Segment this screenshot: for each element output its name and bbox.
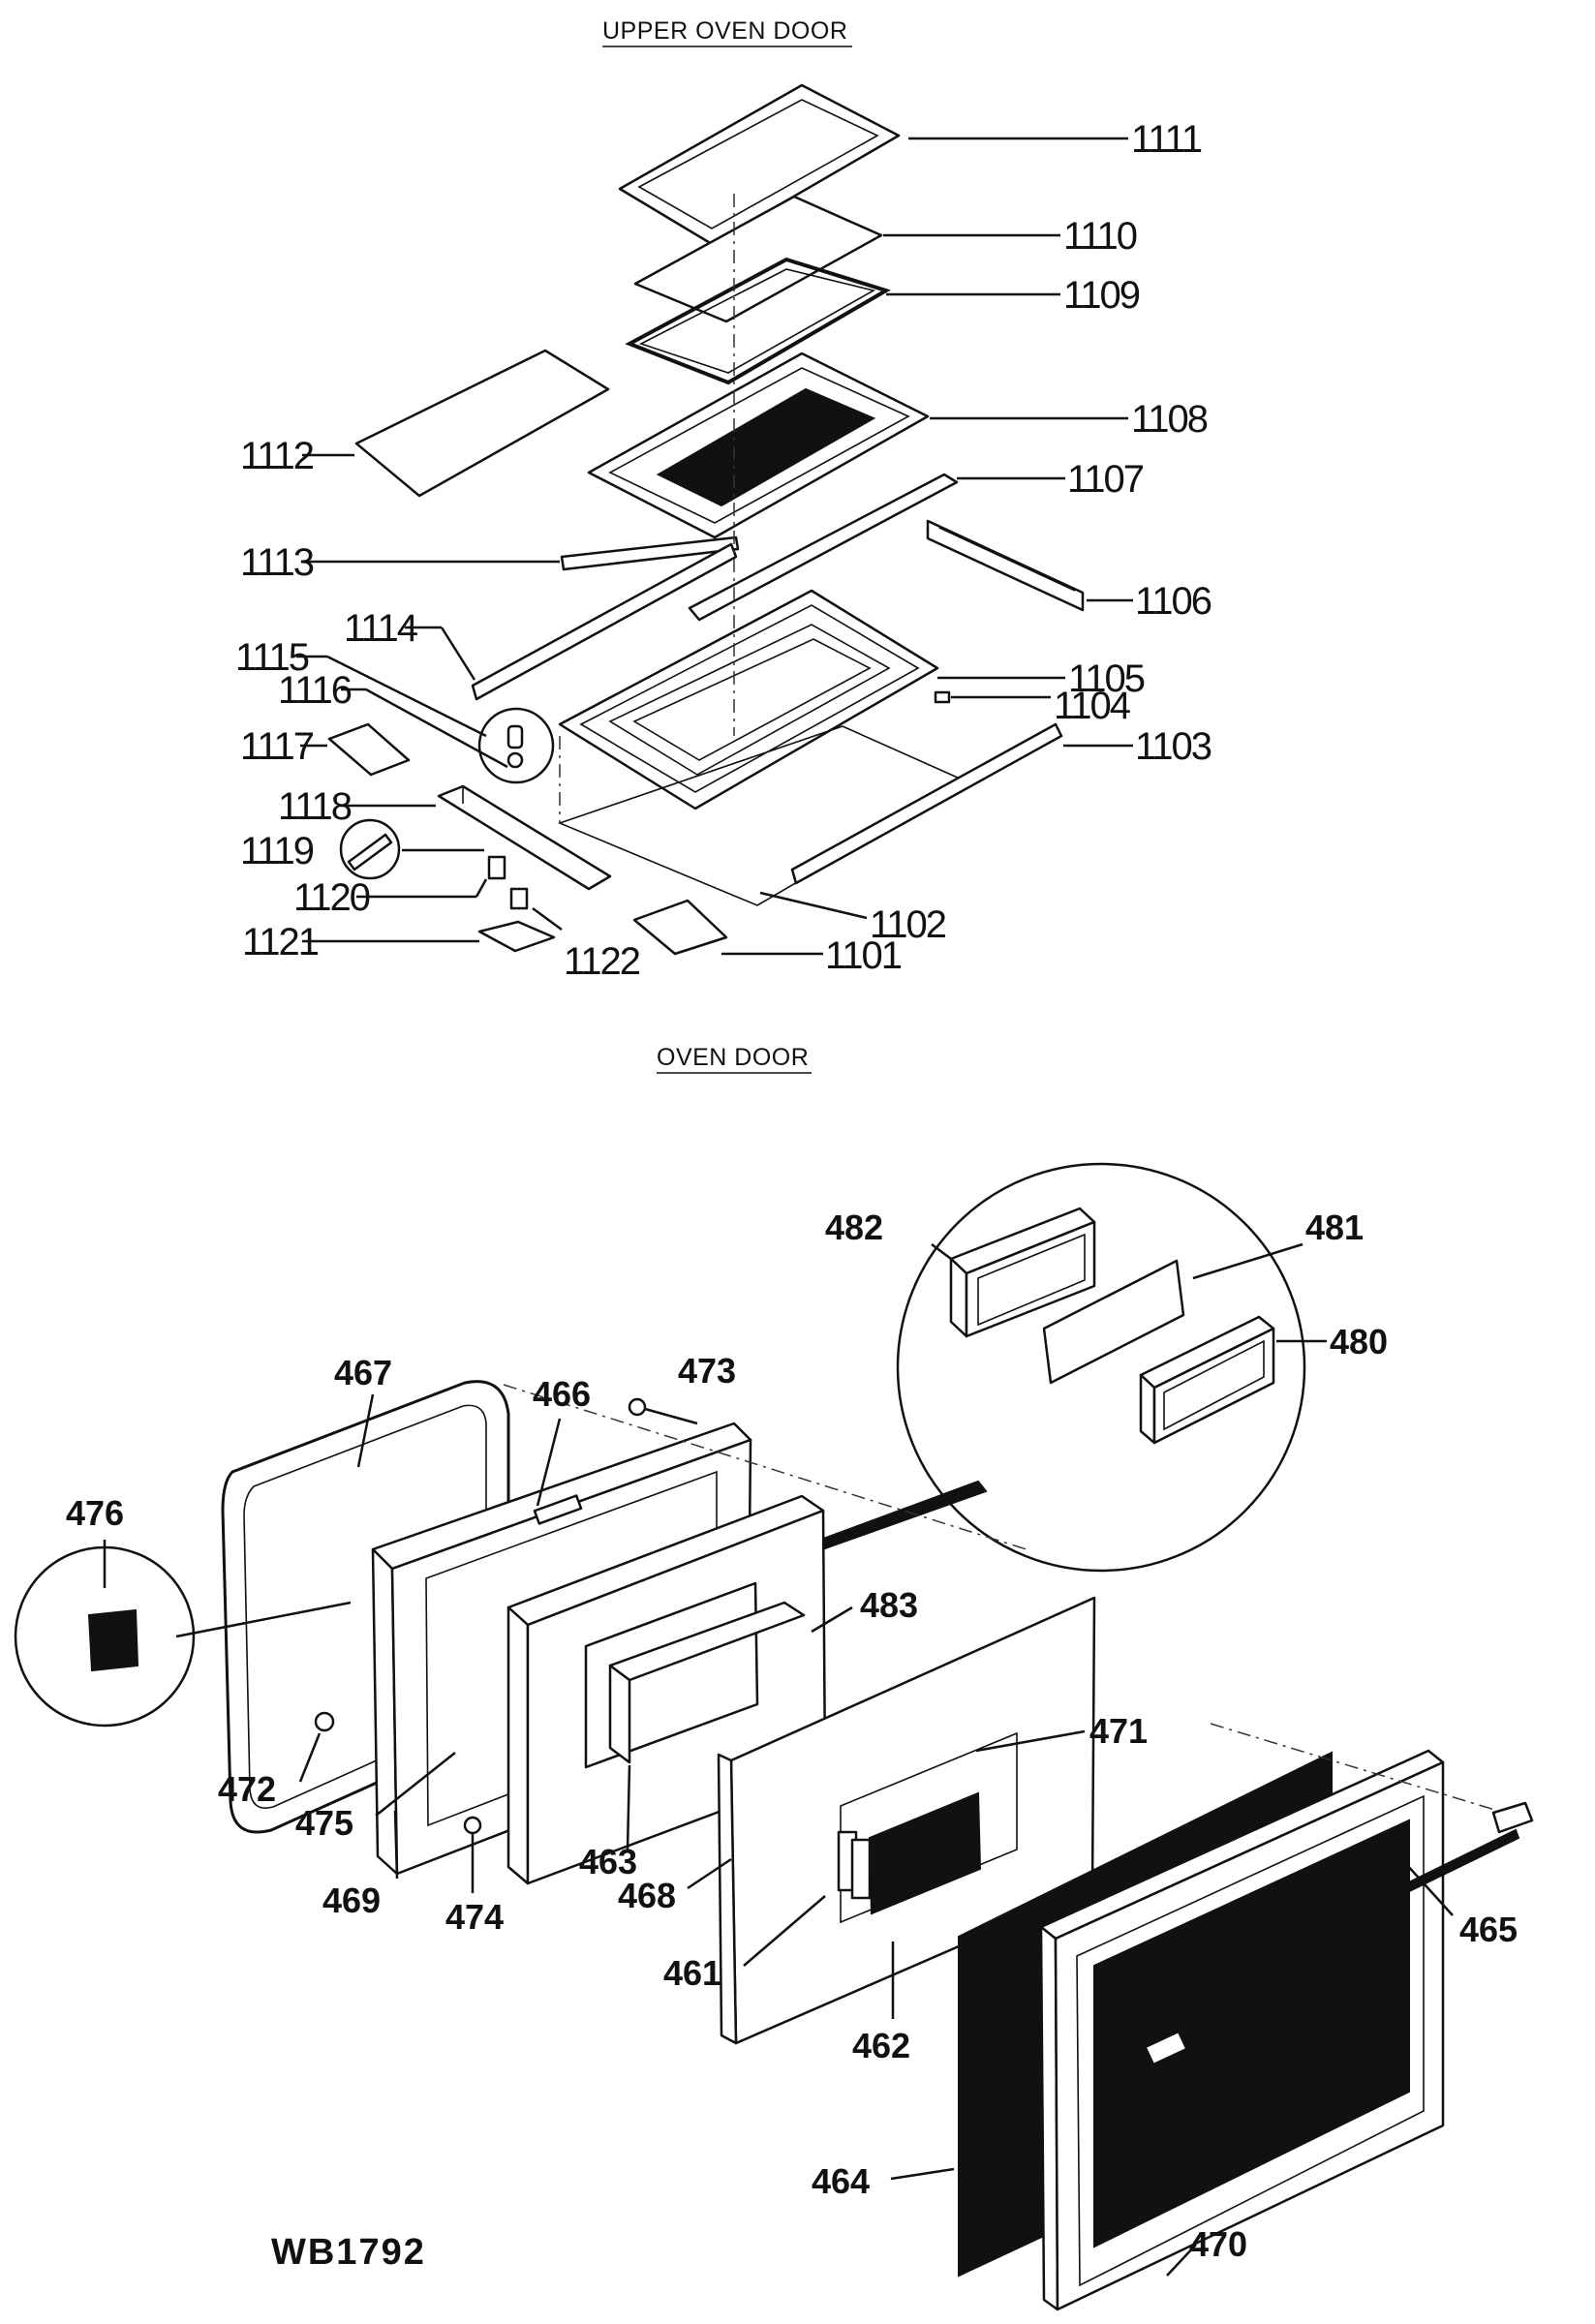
part-1121-latch-block (477, 920, 556, 953)
upper-callouts: 1111 1110 1109 1108 1107 1106 1105 1104 … (235, 118, 1213, 983)
oven-door-title: OVEN DOOR (657, 1044, 809, 1071)
callout-482: 482 (825, 1208, 883, 1247)
callout-1104: 1104 (1054, 685, 1131, 727)
callout-1109: 1109 (1063, 274, 1140, 317)
callout-1101: 1101 (825, 934, 902, 977)
part-1111-gasket-frame (618, 83, 901, 246)
upper-oven-door-title: UPPER OVEN DOOR (602, 17, 847, 45)
callout-471: 471 (1089, 1711, 1148, 1751)
oven-door-assembly (14, 1162, 1534, 2311)
callout-1107: 1107 (1067, 458, 1144, 501)
callout-480: 480 (1330, 1322, 1388, 1361)
part-1113-strip (560, 535, 740, 571)
callout-1113: 1113 (240, 541, 314, 584)
part-1107-strip (688, 473, 959, 622)
part-1122-latch (509, 887, 529, 910)
leader-476-link (175, 1601, 352, 1638)
part-1114-long-strip (471, 542, 738, 701)
part-1106-bracket (926, 519, 1085, 612)
callout-1102: 1102 (870, 903, 946, 946)
part-481-glass (1042, 1259, 1185, 1385)
part-1112-glass-panel (354, 349, 610, 498)
part-1105-inner-frame (558, 589, 939, 810)
lower-leader-lines (103, 1242, 1454, 2277)
callout-463: 463 (579, 1842, 637, 1881)
part-1115-1116-knob (477, 707, 555, 784)
callout-473: 473 (678, 1351, 736, 1391)
callout-472: 472 (218, 1769, 276, 1809)
part-1117-hinge (327, 722, 411, 777)
detail-circle-insulation-pad (14, 1545, 196, 1728)
lower-callouts: 482 481 480 467 466 473 476 483 471 472 … (66, 1208, 1518, 2264)
callout-474: 474 (445, 1897, 504, 1937)
callout-1108: 1108 (1131, 398, 1208, 441)
part-472-screw (298, 1711, 335, 1783)
part-473-screw (628, 1397, 698, 1425)
detail-pointer (798, 1480, 988, 1557)
callout-1116: 1116 (278, 669, 352, 712)
callout-465: 465 (1459, 1910, 1518, 1949)
upper-leader-lines (296, 137, 1133, 956)
part-1104-clip (934, 690, 951, 704)
callout-1110: 1110 (1063, 215, 1137, 258)
callout-1114: 1114 (344, 607, 418, 650)
part-1119-pin (339, 818, 401, 880)
callout-466: 466 (533, 1374, 591, 1414)
callout-481: 481 (1305, 1208, 1364, 1247)
callout-1115: 1115 (235, 636, 309, 679)
callout-1119: 1119 (240, 830, 314, 872)
callout-1117: 1117 (240, 725, 314, 768)
callout-1105: 1105 (1068, 657, 1145, 700)
part-482-frame (949, 1207, 1096, 1338)
callout-469: 469 (322, 1881, 381, 1920)
callout-476: 476 (66, 1493, 124, 1533)
upper-oven-door-assembly (327, 83, 1085, 956)
callout-1106: 1106 (1135, 580, 1212, 623)
part-1101-hinge (632, 899, 728, 956)
detail-circle-window-pack (896, 1162, 1306, 1573)
callout-1118: 1118 (278, 785, 352, 828)
callout-467: 467 (334, 1353, 392, 1392)
callout-470: 470 (1189, 2224, 1247, 2264)
part-1120-spacer (487, 855, 506, 880)
part-1118-bar (437, 784, 612, 891)
callout-461: 461 (663, 1953, 721, 1993)
part-1108-window-frame (587, 352, 930, 539)
part-468-inner-panel (717, 1596, 1096, 2045)
callout-475: 475 (295, 1803, 353, 1843)
callout-1111: 1111 (1131, 118, 1202, 161)
part-465-rod (1276, 1801, 1534, 1956)
callout-464: 464 (812, 2161, 870, 2201)
callout-462: 462 (852, 2026, 910, 2065)
callout-1120: 1120 (293, 876, 370, 919)
callout-1121: 1121 (242, 921, 319, 963)
part-474-screw (463, 1816, 482, 1893)
callout-1112: 1112 (240, 435, 314, 477)
callout-483: 483 (860, 1585, 918, 1625)
part-480-frame (1139, 1315, 1275, 1445)
part-1103-bottom-strip (790, 722, 1063, 885)
callout-1122: 1122 (564, 940, 640, 983)
callout-1103: 1103 (1135, 725, 1212, 768)
drawing-code: WB1792 (271, 2232, 426, 2273)
callout-468: 468 (618, 1876, 676, 1915)
